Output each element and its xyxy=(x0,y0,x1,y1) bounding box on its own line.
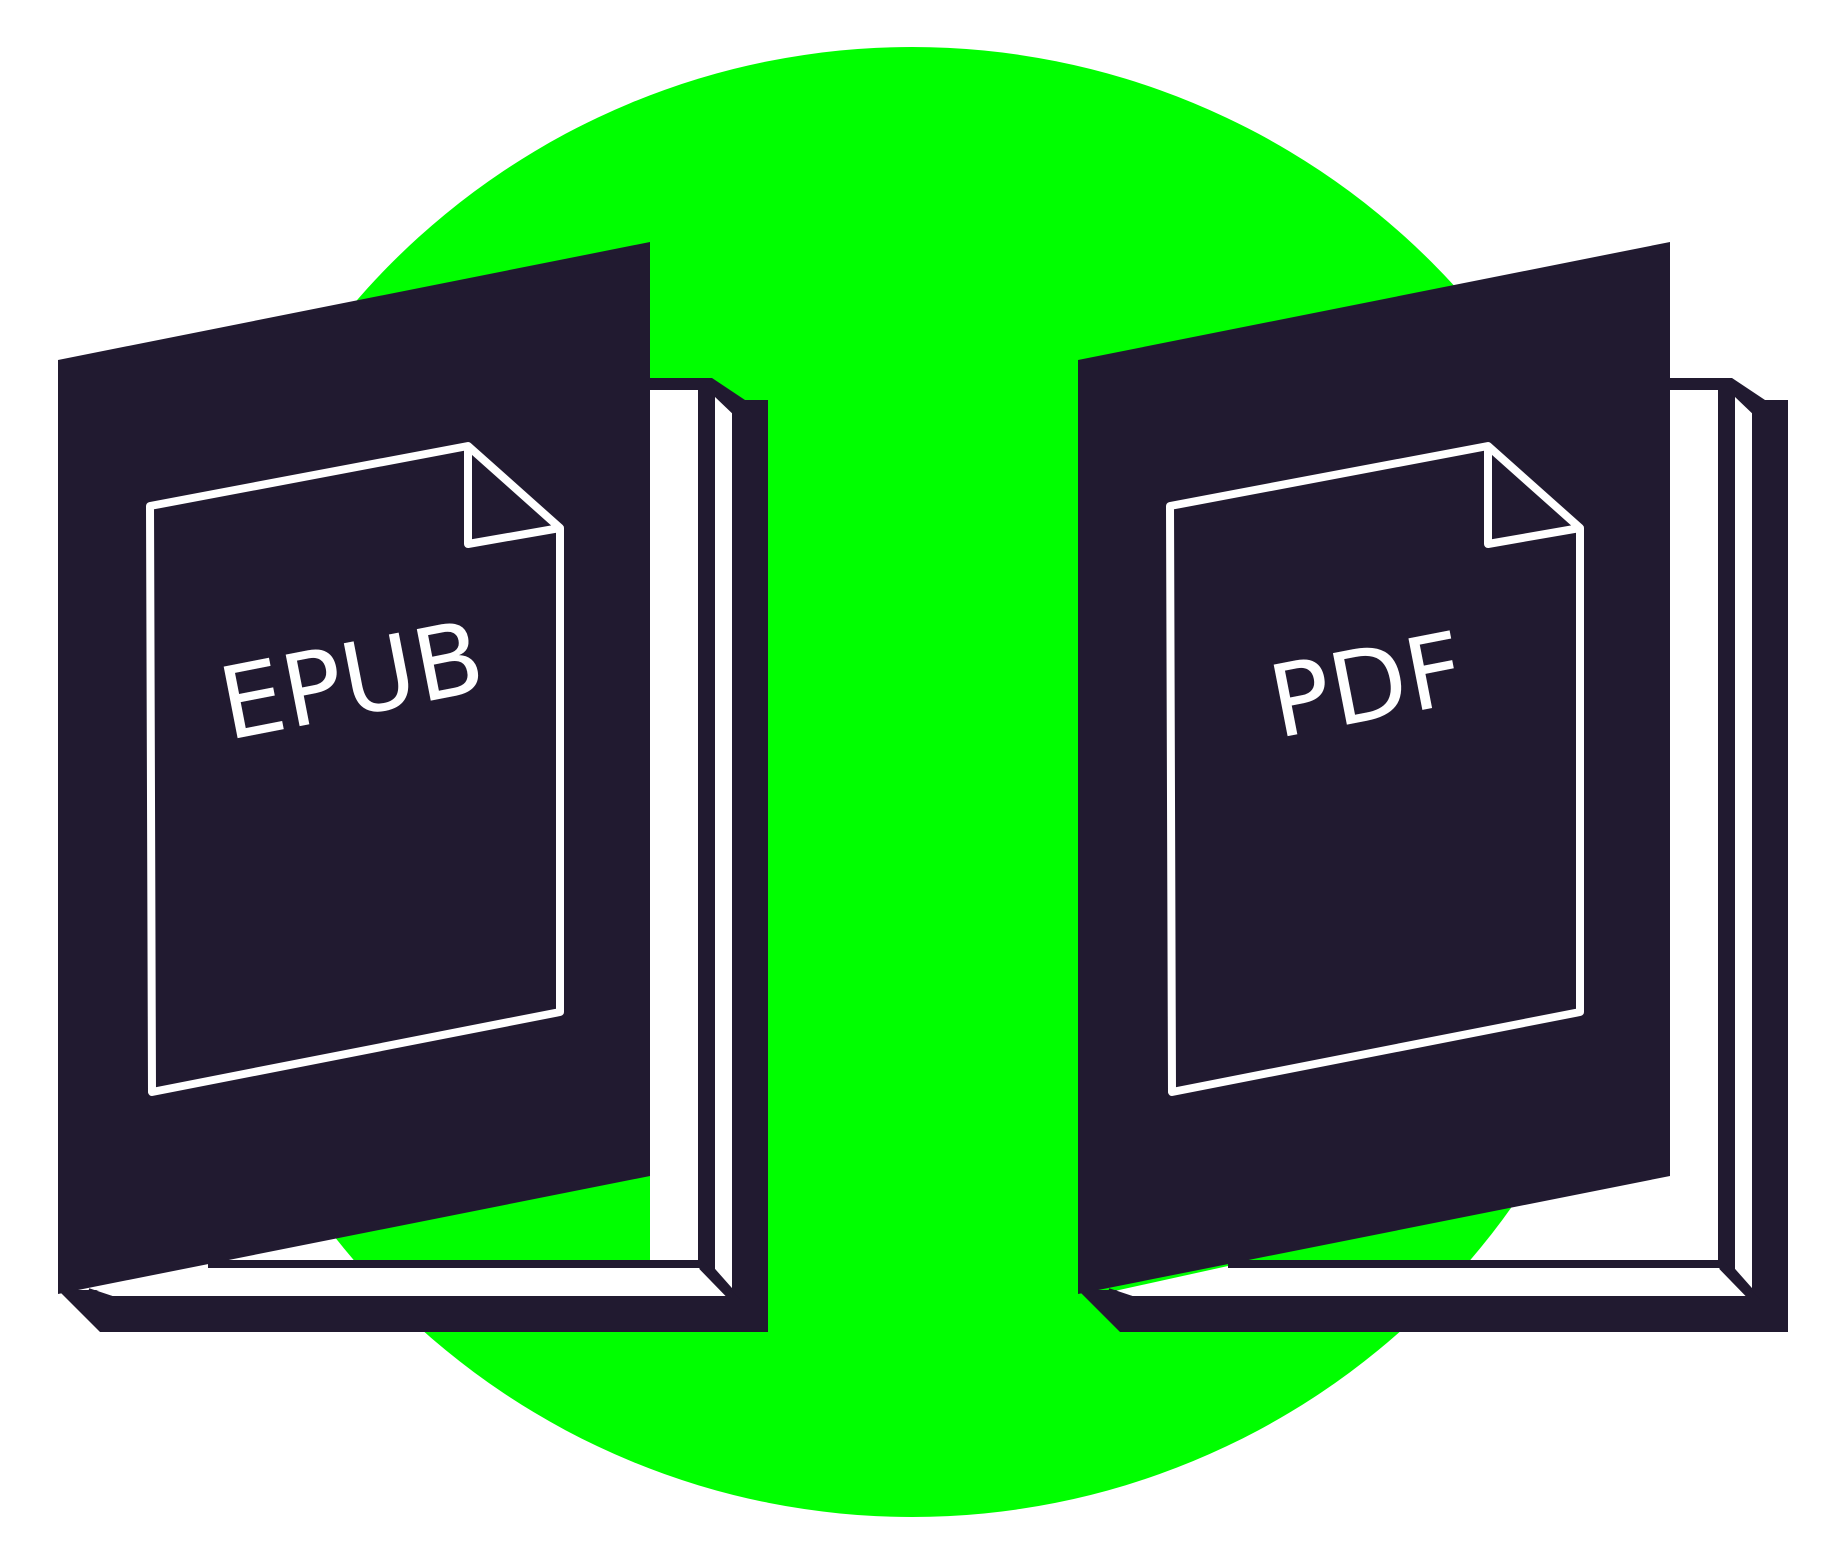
epub-pages-bottom xyxy=(90,1266,730,1296)
epub-pages-side xyxy=(650,390,700,1266)
epub-pages-depth xyxy=(709,382,738,1304)
pdf-pages-outline xyxy=(1228,382,1726,1268)
pdf-front-cover xyxy=(1078,242,1670,1294)
file-document-icon xyxy=(1166,442,1584,1096)
file-document-icon xyxy=(146,442,564,1096)
pdf-pages-bottom xyxy=(1110,1266,1750,1296)
pdf-pages-bottom-outline xyxy=(1106,1263,1765,1304)
epub-pages-outline xyxy=(208,382,706,1268)
epub-pages-bottom-outline xyxy=(86,1263,745,1304)
epub-front-cover xyxy=(58,242,650,1294)
pdf-pages-side xyxy=(1670,390,1720,1266)
epub-book: EPUB xyxy=(58,242,768,1332)
pdf-book: PDF xyxy=(1078,242,1788,1332)
pdf-pages-depth xyxy=(1729,382,1758,1304)
